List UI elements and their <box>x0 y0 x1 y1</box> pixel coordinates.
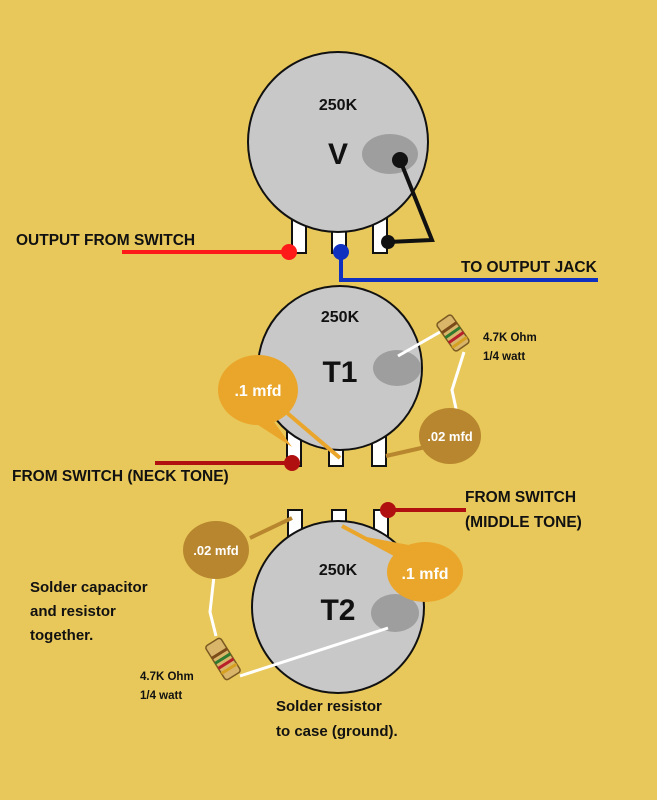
to-output-jack-label: TO OUTPUT JACK <box>461 259 598 276</box>
t1-pot-value: 250K <box>321 309 360 326</box>
t1-large-capacitor: .1 mfd <box>218 355 298 447</box>
volume-pot-value: 250K <box>319 97 358 114</box>
t2-resistor-value: 4.7K Ohm <box>140 671 194 683</box>
t2-small-cap-label: .02 mfd <box>193 543 239 558</box>
volume-pot-name: V <box>328 138 348 171</box>
output-from-switch-label: OUTPUT FROM SWITCH <box>16 232 195 249</box>
t2-large-cap-label: .1 mfd <box>401 566 448 583</box>
t2-resistor <box>205 637 241 681</box>
t1-resistor-value: 4.7K Ohm <box>483 332 537 344</box>
t2-large-capacitor: .1 mfd <box>356 535 463 602</box>
volume-pot-body <box>247 51 429 233</box>
t2-pot-name: T2 <box>320 594 355 627</box>
solder-joint-output-from-switch <box>281 244 297 260</box>
t1-small-cap-label: .02 mfd <box>427 429 473 444</box>
solder-joint-middle-tone <box>380 502 396 518</box>
from-switch-middle-label-line1: FROM SWITCH <box>465 489 576 506</box>
note-solder-together-line2: and resistor <box>30 603 116 620</box>
t2-small-cap-lead-lug <box>249 516 293 540</box>
solder-joint-neck-tone <box>284 455 300 471</box>
t1-large-cap-lead <box>284 410 342 460</box>
note-solder-case-line2: to case (ground). <box>276 723 398 740</box>
t2-resistor-lead-cap <box>208 575 218 637</box>
note-solder-case-line1: Solder resistor <box>276 698 382 715</box>
t1-pot-case-spot <box>373 350 421 386</box>
t1-pot-name: T1 <box>322 356 357 389</box>
t1-large-cap-label: .1 mfd <box>234 383 281 400</box>
t1-resistor-lead-cap <box>450 351 466 419</box>
solder-joint-volume-lug <box>381 235 395 249</box>
t2-resistor-lead-case <box>239 626 389 678</box>
t1-resistor-wattage: 1/4 watt <box>483 351 525 363</box>
from-switch-neck-tone-label: FROM SWITCH (NECK TONE) <box>12 468 229 485</box>
t1-small-capacitor: .02 mfd <box>419 408 481 464</box>
volume-pot-case-spot <box>362 134 418 174</box>
solder-joint-volume-case <box>392 152 408 168</box>
t2-pot-value: 250K <box>319 562 358 579</box>
solder-joint-output-jack <box>333 244 349 260</box>
volume-ground-wire <box>387 159 435 244</box>
note-solder-together-line1: Solder capacitor <box>30 579 148 596</box>
t1-resistor-lead-case <box>397 330 441 358</box>
t2-small-capacitor: .02 mfd <box>183 521 249 579</box>
to-output-jack-wire <box>339 253 598 282</box>
t2-pot-body <box>251 520 425 694</box>
tone-pot-t2: 250K T2 <box>251 509 425 694</box>
t1-resistor <box>436 314 470 352</box>
t2-resistor-wattage: 1/4 watt <box>140 690 182 702</box>
from-switch-middle-label-line2: (MIDDLE TONE) <box>465 514 582 531</box>
t2-pot-case-spot <box>371 594 419 632</box>
note-solder-together-line3: together. <box>30 627 93 644</box>
